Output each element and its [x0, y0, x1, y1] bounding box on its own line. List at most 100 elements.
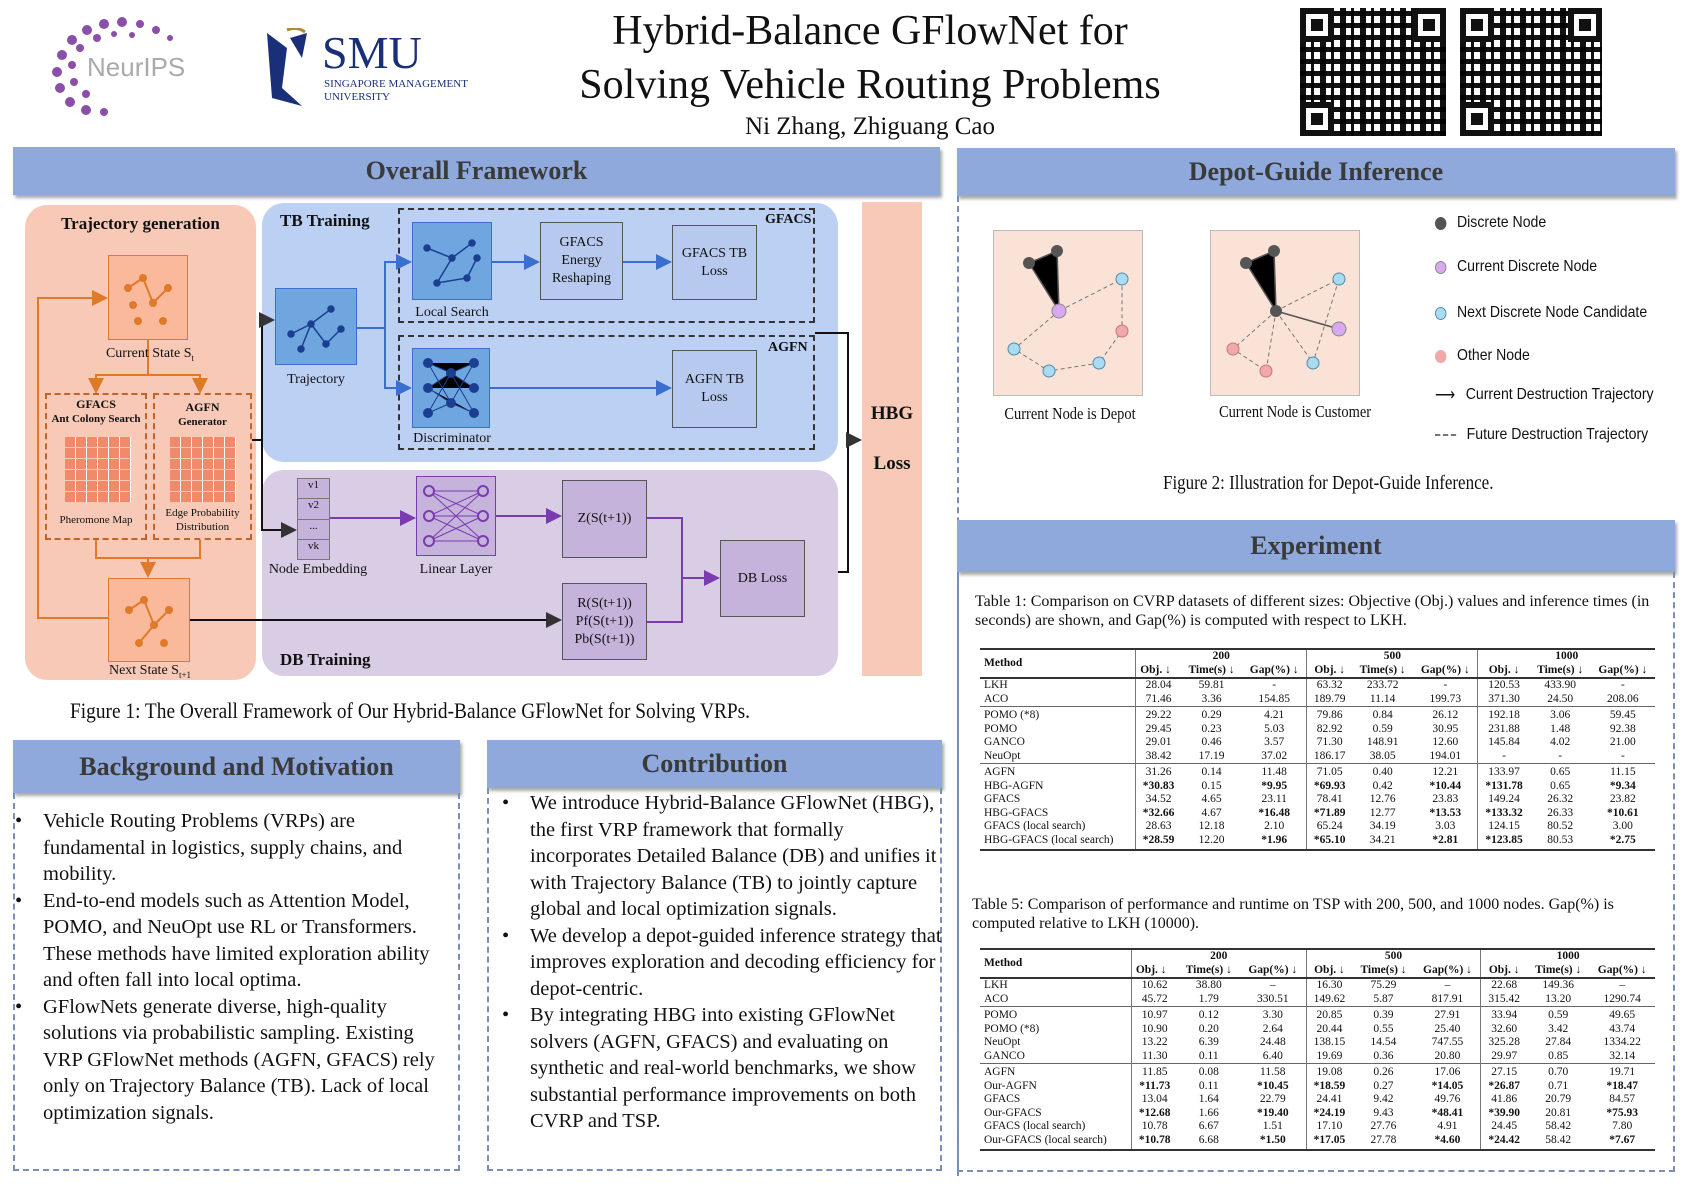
candidate-node-dot-icon	[1435, 306, 1447, 320]
figure1-caption: Figure 1: The Overall Framework of Our H…	[70, 698, 751, 723]
value-cell: 20.79	[1527, 1093, 1589, 1107]
cell-value: 20.85	[1316, 1009, 1343, 1021]
current-node-dot-icon	[1435, 260, 1447, 274]
method-name: POMO (*8)	[984, 1022, 1040, 1035]
cell-value: 20.44	[1316, 1022, 1343, 1035]
cell-value: 12.60	[1432, 736, 1459, 748]
background-item: Vehicle Routing Problems (VRPs) are fund…	[13, 808, 453, 888]
cell-value: 17.06	[1434, 1066, 1461, 1078]
value-cell: 11.85	[1130, 1063, 1178, 1080]
cell-value: 0.26	[1373, 1066, 1394, 1078]
customer-route-diagram	[1226, 245, 1347, 378]
edge-probability-grid	[170, 436, 236, 502]
value-cell: 0.36	[1352, 1050, 1414, 1064]
cell-value: *1.50	[1259, 1133, 1286, 1146]
value-cell: *10.45	[1240, 1080, 1306, 1094]
cell-value: *2.81	[1432, 833, 1459, 846]
cell-value: 6.39	[1198, 1036, 1219, 1048]
column-header: Gap(%) ↓	[1590, 663, 1655, 679]
qr-code-1[interactable]	[1300, 8, 1446, 136]
value-cell: -	[1413, 678, 1478, 693]
cell-value: *24.19	[1313, 1106, 1346, 1119]
value-cell: 10.62	[1130, 978, 1178, 993]
cell-value: *10.61	[1607, 806, 1639, 819]
value-cell: 17.10	[1305, 1120, 1353, 1134]
cell-value: 14.54	[1370, 1036, 1397, 1048]
value-cell: 11.48	[1242, 763, 1307, 780]
cell-value: 0.85	[1548, 1049, 1569, 1062]
graph-icon	[125, 596, 173, 647]
cell-value: 0.59	[1372, 722, 1393, 735]
next-state-label: Next State St+1	[95, 663, 205, 680]
value-cell: 27.15	[1480, 1063, 1528, 1080]
cell-value: 371.30	[1488, 692, 1520, 705]
value-cell: 3.00	[1591, 820, 1655, 834]
dashed-line-icon	[1435, 434, 1457, 436]
cell-value: 43.74	[1609, 1022, 1636, 1035]
value-cell: 0.12	[1177, 1006, 1240, 1023]
value-cell: *13.53	[1413, 807, 1478, 821]
method-name: NeuOpt	[984, 749, 1021, 762]
value-cell: 0.84	[1352, 706, 1414, 723]
cell-value: 1.48	[1550, 722, 1571, 735]
value-cell: *10.61	[1591, 807, 1655, 821]
cell-value: 148.91	[1366, 736, 1399, 748]
value-cell: 0.71	[1527, 1080, 1589, 1094]
value-cell: 22.79	[1240, 1093, 1306, 1107]
depot-panel-caption: Current Node is Depot	[1004, 404, 1136, 423]
cell-value: 71.05	[1316, 766, 1343, 778]
value-cell: 59.45	[1590, 706, 1655, 723]
cell-value: 27.91	[1434, 1009, 1461, 1021]
qr-code-2[interactable]	[1460, 8, 1602, 136]
cell-value: 79.86	[1316, 709, 1343, 721]
customer-panel-figure	[1210, 230, 1360, 396]
method-name: HBG-GFACS (local search)	[984, 833, 1114, 846]
column-header: Obj. ↓	[1480, 963, 1528, 979]
smu-logo-text: SMU	[322, 27, 422, 78]
column-header: Gap(%) ↓	[1414, 963, 1481, 979]
network-icon	[423, 239, 481, 287]
value-cell: *18.47	[1589, 1080, 1655, 1094]
method-name: HBG-AGFN	[984, 779, 1044, 792]
value-cell: 5.87	[1352, 993, 1414, 1007]
value-cell: *32.66	[1135, 806, 1181, 820]
cell-value: 0.40	[1372, 766, 1393, 778]
value-cell: 29.01	[1135, 736, 1181, 750]
column-header: Obj. ↓	[1306, 663, 1353, 679]
cell-value: 0.11	[1198, 1079, 1219, 1092]
agfn-group-label: AGFN	[768, 340, 808, 355]
cell-value: 747.55	[1431, 1036, 1464, 1048]
cell-value: 0.39	[1373, 1009, 1394, 1021]
value-cell: 0.26	[1352, 1063, 1415, 1080]
neurips-logo-text: NeurIPS	[87, 52, 186, 82]
cell-value: 13.22	[1141, 1036, 1168, 1048]
cell-value: 12.77	[1369, 806, 1396, 819]
value-cell: 16.30	[1305, 978, 1353, 993]
value-cell: 6.39	[1178, 1036, 1240, 1050]
poster-authors: Ni Zhang, Zhiguang Cao	[745, 113, 995, 140]
cell-value: 10.62	[1141, 979, 1168, 991]
value-cell: *24.42	[1480, 1133, 1528, 1151]
method-name: ACO	[984, 692, 1009, 705]
cell-value: 149.24	[1488, 793, 1520, 805]
value-cell: 0.70	[1527, 1063, 1590, 1080]
section-experiment: Experiment	[957, 520, 1675, 572]
cell-value: 29.97	[1491, 1049, 1518, 1062]
cell-value: 38.05	[1369, 749, 1396, 762]
value-cell: 26.12	[1413, 706, 1478, 723]
cell-value: 0.42	[1372, 779, 1393, 792]
cell-value: 32.14	[1609, 1049, 1636, 1062]
value-cell: 11.30	[1130, 1049, 1178, 1064]
value-cell: 27.84	[1527, 1036, 1589, 1050]
value-cell: 49.65	[1589, 1006, 1655, 1023]
value-cell: 19.69	[1305, 1049, 1353, 1064]
method-name: AGFN	[984, 1066, 1016, 1078]
cell-value: *11.73	[1139, 1079, 1171, 1092]
cell-value: 30.95	[1432, 722, 1459, 735]
cell-value: *28.59	[1142, 833, 1175, 846]
cell-value: 37.02	[1261, 749, 1288, 762]
value-cell: *26.87	[1480, 1079, 1528, 1093]
